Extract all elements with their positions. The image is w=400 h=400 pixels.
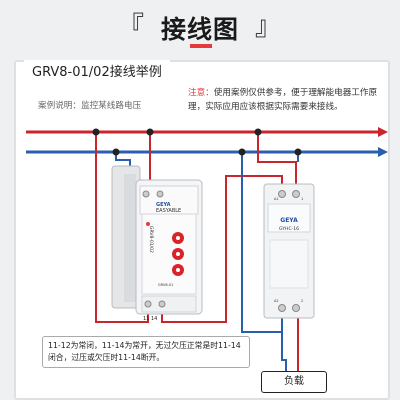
junction-dot <box>92 128 100 136</box>
contactor-brand-label: GEYA <box>280 217 298 224</box>
relay-easyable-label: EASYABLE <box>156 208 181 214</box>
junction-dot <box>294 148 302 156</box>
contactor-model-label: GYHC-16 <box>279 226 299 232</box>
contactor-l-wire <box>257 132 297 192</box>
page-title: 接线图 <box>160 15 239 44</box>
contactor-a2-wire <box>281 312 287 371</box>
voltage-relay-device <box>111 165 203 315</box>
relay-top-terminal-a1-icon <box>142 190 150 198</box>
junction-dot <box>254 128 262 136</box>
header: 『 接线图 』 <box>0 0 400 56</box>
contactor-n-return-wire <box>241 312 282 333</box>
title-underline <box>190 44 212 48</box>
usage-note: 注意：使用案例仅供参考，便于理解能电器工作原理，实际应用应该根据实际需要来接线。 <box>188 86 384 114</box>
card-title: GRV8-01/02接线举例 <box>24 60 170 86</box>
right-bracket: 』 <box>255 12 282 42</box>
contactor-a2-terminal-icon <box>278 304 286 312</box>
junction-dot <box>238 148 246 156</box>
relay-brand-label: GEYA <box>156 202 171 208</box>
contactor-1-terminal-icon <box>292 190 300 198</box>
junction-dot <box>146 128 154 136</box>
contactor-t2-label: 2 <box>301 299 303 303</box>
relay-led-icon <box>146 222 150 226</box>
relay-model-small-label: GRV8-01 <box>158 283 173 287</box>
contactor-t1-label: 1 <box>301 197 303 201</box>
note-text: 使用案例仅供参考，便于理解能电器工作原理，实际应用应该根据实际需要来接线。 <box>188 88 378 112</box>
relay-top-terminal-a2-icon <box>156 190 164 198</box>
relay-output-wire <box>161 175 283 323</box>
relay-terminal-11-icon <box>144 300 152 308</box>
relay-model-vertical-label: GRV8-01/02 <box>148 226 154 253</box>
contactor-device <box>263 183 315 319</box>
relay-l-wire <box>95 132 149 323</box>
relay-terminal-labels: 11 14 <box>143 316 157 322</box>
load-box: 负载 <box>261 371 327 393</box>
phase-arrow-icon <box>378 127 388 137</box>
note-label: 注意： <box>188 88 214 98</box>
case-description: 案例说明：监控某线路电压 <box>38 101 142 111</box>
contactor-a2-label: A2 <box>274 299 279 303</box>
junction-dot <box>112 148 120 156</box>
contactor-2-terminal-icon <box>292 304 300 312</box>
relay-terminal-14-icon <box>158 300 166 308</box>
contactor-a1-terminal-icon <box>278 190 286 198</box>
contactor-a1-label: A1 <box>274 197 279 201</box>
neutral-arrow-icon <box>378 147 388 157</box>
contact-description: 11-12为常闭，11-14为常开，无过欠压正常是时11-14闭合，过压或欠压时… <box>42 336 250 368</box>
left-bracket: 『 <box>118 12 145 42</box>
